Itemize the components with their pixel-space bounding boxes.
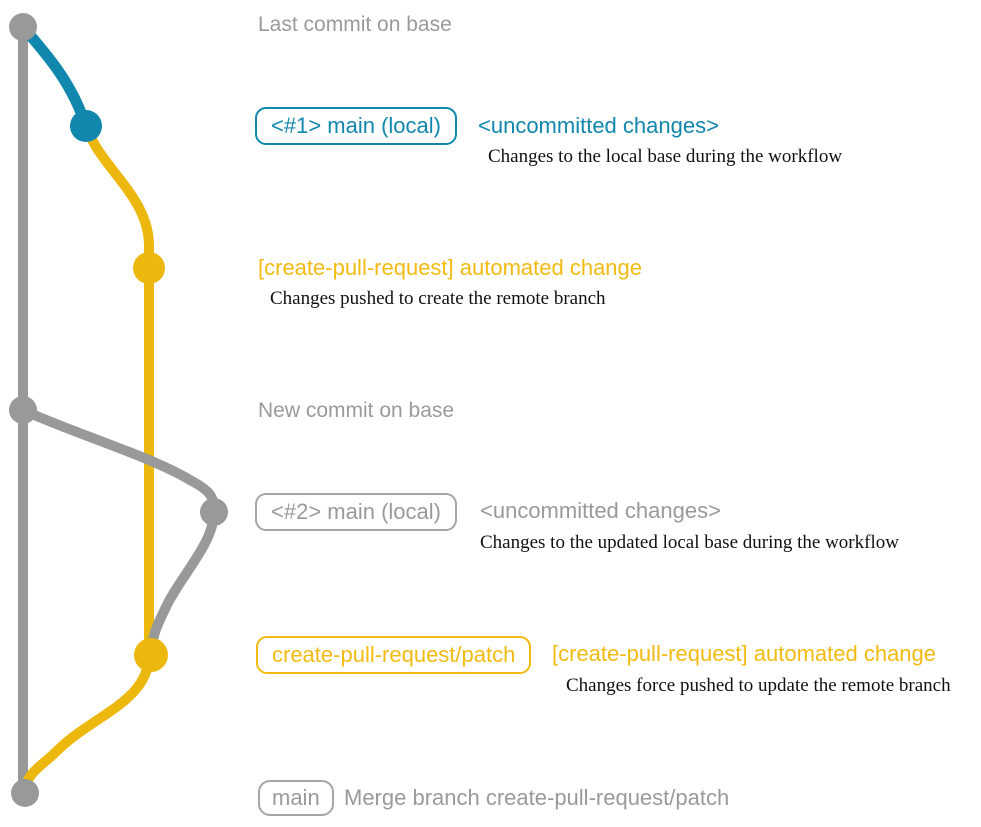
caption-merge-branch: Merge branch create-pull-request/patch bbox=[344, 785, 730, 810]
commit-label-automated-change-2: [create-pull-request] automated change bbox=[552, 641, 937, 666]
commit-dot-merge bbox=[11, 779, 39, 807]
commit-dot-main-local-1 bbox=[70, 110, 102, 142]
note-force-pushed-update-remote-branch: Changes force pushed to update the remot… bbox=[566, 675, 951, 696]
note-local-base-changes: Changes to the local base during the wor… bbox=[488, 146, 843, 167]
caption-last-commit-on-base: Last commit on base bbox=[258, 13, 452, 36]
commit-dot-automated-change-2 bbox=[134, 638, 168, 672]
commit-dot-main-local-2 bbox=[200, 498, 228, 526]
branch-badge-main-local-2: <#2> main (local) bbox=[255, 493, 457, 531]
commit-dot-automated-change-1 bbox=[133, 252, 165, 284]
status-uncommitted-changes-2: <uncommitted changes> bbox=[480, 498, 721, 523]
commit-label-automated-change-1: [create-pull-request] automated change bbox=[258, 255, 643, 280]
caption-new-commit-on-base: New commit on base bbox=[258, 399, 455, 422]
patch-branch-line bbox=[81, 121, 154, 660]
branch-badge-main: main bbox=[258, 780, 334, 816]
main-local-branch-line bbox=[17, 21, 92, 132]
commit-dot-new-base bbox=[9, 396, 37, 424]
patch-merge-line bbox=[20, 650, 154, 798]
branch-badge-create-pull-request-patch: create-pull-request/patch bbox=[256, 636, 532, 674]
note-updated-local-base-changes: Changes to the updated local base during… bbox=[480, 532, 899, 553]
status-uncommitted-changes-1: <uncommitted changes> bbox=[478, 113, 719, 138]
note-pushed-create-remote-branch: Changes pushed to create the remote bran… bbox=[270, 288, 606, 309]
branch-badge-main-local-1: <#1> main (local) bbox=[255, 107, 457, 145]
commit-dot-last-base bbox=[9, 13, 37, 41]
updated-main-local-line bbox=[18, 405, 220, 660]
